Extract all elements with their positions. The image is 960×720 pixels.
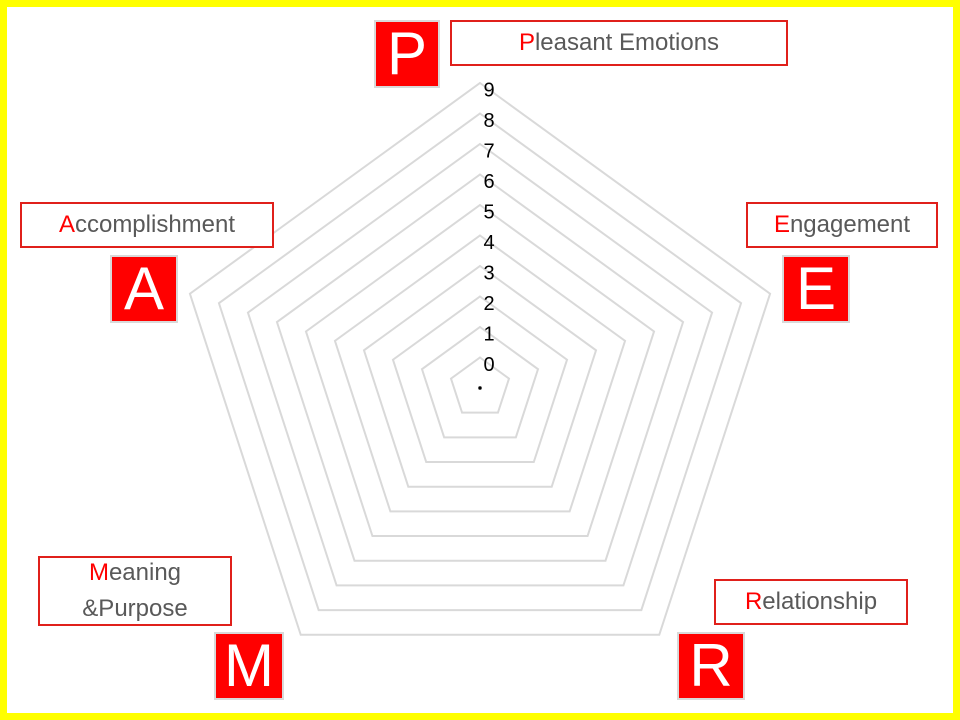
letter-box-r: R	[677, 632, 745, 700]
grid-ring-3	[391, 295, 569, 464]
axis-label-meaning-purpose: Meaning &Purpose	[38, 556, 232, 626]
axis-initial-m: M	[88, 559, 109, 586]
letter-box-p: P	[374, 20, 440, 88]
axis-label-relationship: Relationship	[714, 579, 908, 625]
tick-label-7: 7	[483, 141, 494, 163]
radar-series	[478, 386, 482, 390]
axis-initial-a: A	[58, 211, 75, 238]
grid-ring-9	[217, 112, 743, 612]
axis-initial-e: E	[773, 211, 790, 238]
letter-a: A	[123, 255, 165, 322]
letter-box-a: A	[110, 255, 178, 323]
axis-label-rest-p: leasant Emotions	[534, 29, 720, 56]
tick-label-2: 2	[483, 293, 494, 315]
tick-label-8: 8	[483, 110, 494, 132]
series-0-point-a	[478, 386, 482, 390]
axis-label-rest-r: elationship	[762, 588, 878, 615]
axis-label-rest-a: ccomplishment	[74, 211, 236, 238]
grid-ring-8	[246, 142, 714, 587]
tick-label-5: 5	[483, 202, 494, 224]
axis-label-pleasant-emotions: Pleasant Emotions	[450, 20, 788, 66]
axis-label-engagement: Engagement	[746, 202, 938, 248]
grid-ring-6	[304, 203, 656, 538]
grid-ring-4	[362, 264, 598, 488]
letter-box-e: E	[782, 255, 850, 323]
letter-m: M	[224, 632, 274, 699]
axis-label-accomplishment: Accomplishment	[20, 202, 274, 248]
axis-initial-r: R	[744, 588, 763, 615]
tick-label-0: 0	[483, 354, 494, 376]
axis-initial-p: P	[518, 29, 535, 56]
radar-grid	[188, 81, 772, 636]
grid-ring-1	[449, 356, 511, 414]
grid-ring-2	[420, 325, 540, 439]
grid-ring-10	[188, 81, 772, 636]
letter-p: P	[386, 20, 428, 87]
grid-ring-5	[333, 234, 627, 513]
tick-label-1: 1	[483, 324, 494, 346]
letter-e: E	[795, 255, 837, 322]
axis-label-line2-m: &Purpose	[82, 595, 188, 622]
axis-label-rest-m: eaning	[108, 559, 182, 586]
tick-label-6: 6	[483, 171, 494, 193]
tick-label-4: 4	[483, 232, 494, 254]
axis-label-rest-e: ngagement	[789, 211, 911, 238]
grid-ring-7	[275, 173, 685, 562]
tick-label-3: 3	[483, 263, 494, 285]
letter-r: R	[689, 632, 733, 699]
letter-box-m: M	[214, 632, 284, 700]
tick-label-9: 9	[483, 80, 494, 102]
